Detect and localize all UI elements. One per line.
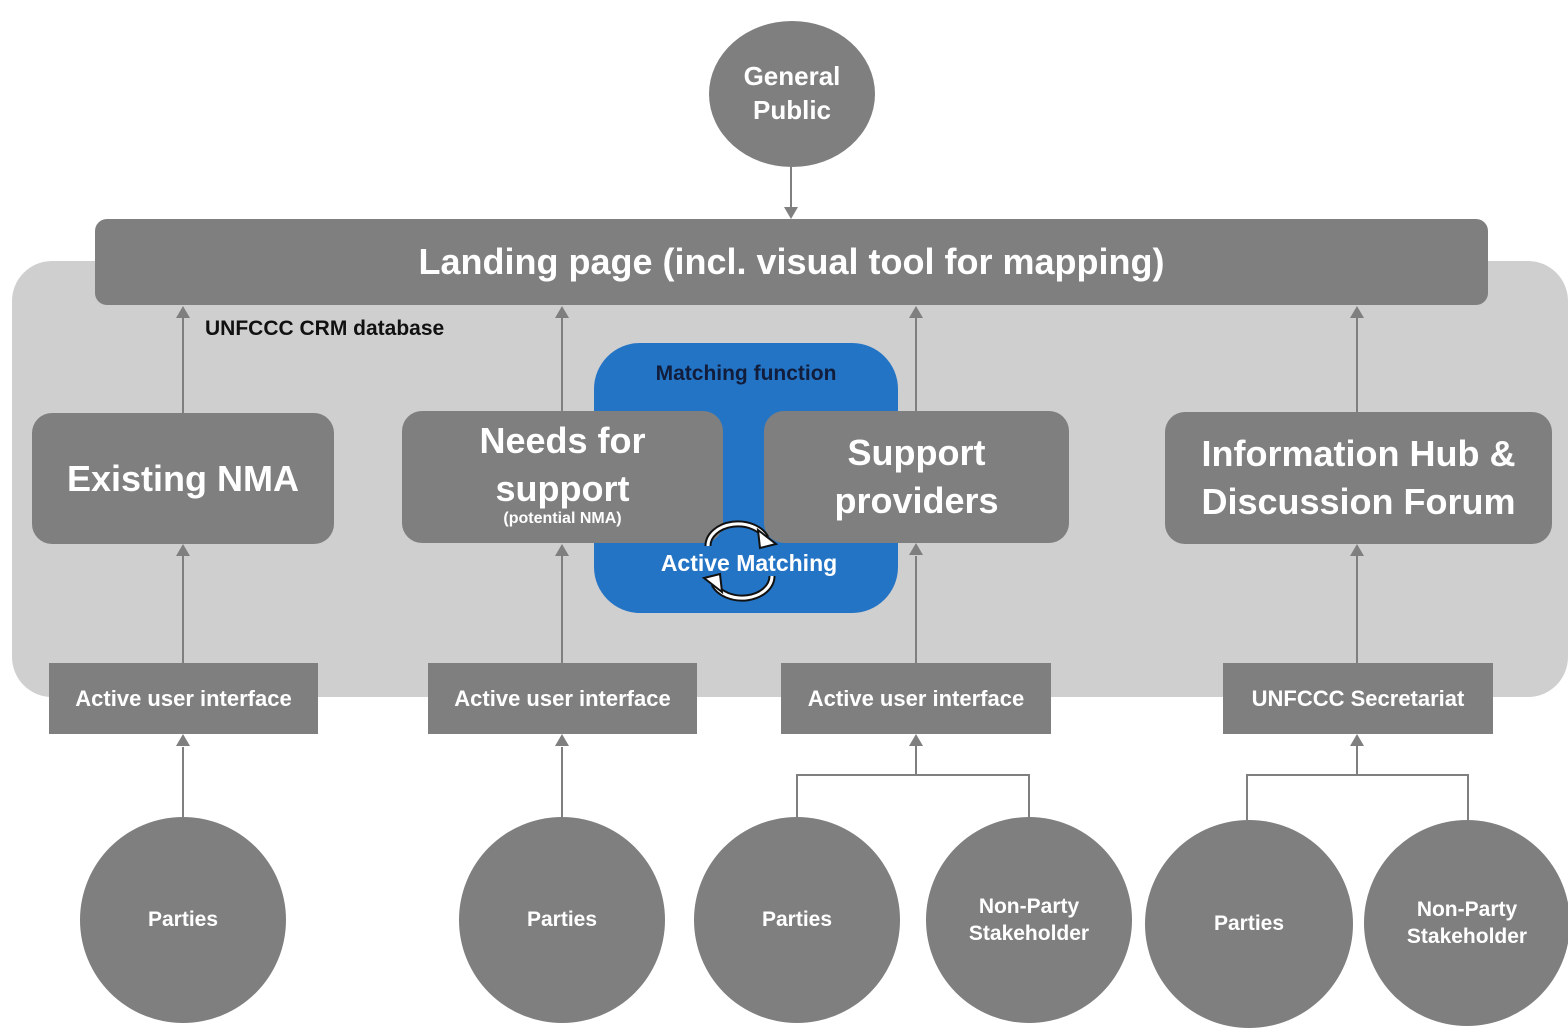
interface-secretariat[interactable]: UNFCCC Secretariat: [1223, 663, 1493, 734]
matching-function-title: Matching function: [655, 362, 837, 385]
stakeholder-non-party-1[interactable]: Non-Party Stakeholder: [926, 817, 1132, 1023]
arrowhead: [555, 544, 569, 556]
support-providers-box[interactable]: Support providers: [764, 411, 1069, 543]
crm-database-label: UNFCCC CRM database: [205, 317, 445, 340]
stakeholder-parties-3[interactable]: Parties: [694, 817, 900, 1023]
arrowhead: [555, 306, 569, 318]
stakeholder-parties-1[interactable]: Parties: [80, 817, 286, 1023]
active-matching-label: Active Matching: [660, 550, 838, 576]
interface-support-providers[interactable]: Active user interface: [781, 663, 1051, 734]
general-public-node[interactable]: General Public: [709, 21, 875, 167]
interface-needs-for-support[interactable]: Active user interface: [428, 663, 697, 734]
arrowhead: [555, 734, 569, 746]
stakeholder-non-party-2[interactable]: Non-Party Stakeholder: [1364, 820, 1568, 1026]
existing-nma-box[interactable]: Existing NMA: [32, 413, 334, 544]
arrowhead: [176, 306, 190, 318]
info-hub-box[interactable]: Information Hub & Discussion Forum: [1165, 412, 1552, 544]
arrowhead: [1350, 734, 1364, 746]
stakeholder-parties-4[interactable]: Parties: [1145, 820, 1353, 1028]
cycle-bottom-icon: [701, 572, 776, 602]
interface-existing-nma[interactable]: Active user interface: [49, 663, 318, 734]
needs-for-support-title: Needs for support: [479, 420, 646, 509]
connector-line: [1246, 774, 1469, 820]
needs-for-support-subtitle: (potential NMA): [503, 509, 622, 527]
arrowhead: [909, 734, 923, 746]
landing-page-bar[interactable]: Landing page (incl. visual tool for mapp…: [95, 219, 1488, 305]
arrowhead: [784, 207, 798, 219]
arrowhead: [176, 544, 190, 556]
stakeholder-parties-2[interactable]: Parties: [459, 817, 665, 1023]
arrowhead: [1350, 306, 1364, 318]
connector-line: [796, 774, 1030, 817]
arrowhead: [1350, 544, 1364, 556]
arrowhead: [909, 543, 923, 555]
cycle-top-icon: [704, 520, 779, 550]
needs-for-support-box[interactable]: Needs for support (potential NMA): [402, 411, 723, 543]
arrowhead: [176, 734, 190, 746]
arrowhead: [909, 306, 923, 318]
